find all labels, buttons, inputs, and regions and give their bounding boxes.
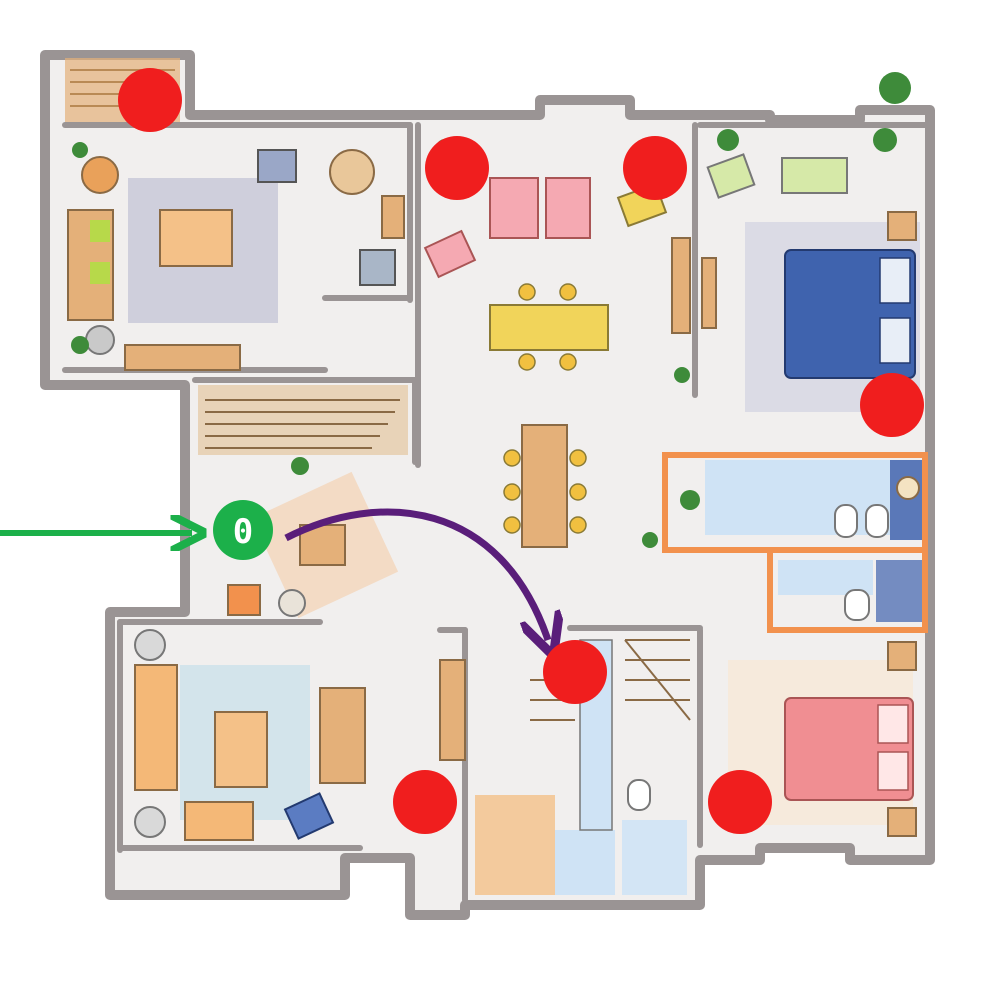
target-marker-icon[interactable] (393, 770, 457, 834)
target-marker-icon[interactable] (118, 68, 182, 132)
interior-walls (62, 122, 928, 903)
room-bedroom-blue (706, 153, 920, 412)
start-marker[interactable]: 0 (213, 500, 273, 560)
target-markers (118, 68, 924, 834)
path-arrow-icon (284, 508, 548, 640)
target-marker-icon[interactable] (860, 373, 924, 437)
target-marker-icon[interactable] (708, 770, 772, 834)
target-marker-icon[interactable] (425, 136, 489, 200)
room-living-bottom (134, 629, 466, 841)
room-bathroom (662, 452, 928, 633)
room-top-left (65, 58, 405, 371)
target-marker-icon[interactable] (623, 136, 687, 200)
start-marker-label: 0 (233, 512, 253, 552)
target-marker-icon[interactable] (543, 640, 607, 704)
room-hall-stairs (198, 385, 408, 619)
potted-plant-icon (71, 72, 911, 548)
room-dining (423, 177, 717, 548)
